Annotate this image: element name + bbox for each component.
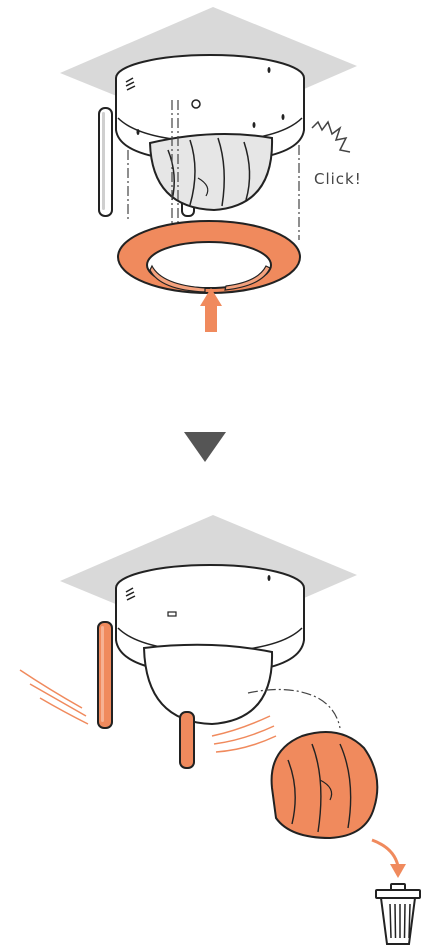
step-2-remove-film	[19, 515, 421, 945]
trash-bin-icon	[375, 883, 421, 945]
step-1-attach-ring	[60, 7, 357, 332]
antenna-left-highlighted	[97, 621, 113, 729]
motion-lines-right	[211, 715, 277, 753]
dome-clear	[142, 643, 274, 726]
click-squiggle	[311, 120, 351, 153]
cover-ring	[117, 220, 301, 294]
curved-arrow-icon	[371, 838, 406, 878]
antenna-right-highlighted	[179, 711, 195, 769]
dome-with-film	[148, 133, 274, 212]
click-label: Click!	[314, 170, 362, 188]
film-trail	[247, 688, 341, 729]
antenna-left	[98, 107, 113, 217]
up-arrow-icon	[200, 288, 222, 332]
removed-film	[270, 731, 379, 840]
down-triangle-icon	[184, 432, 226, 462]
motion-lines-left	[19, 669, 89, 725]
